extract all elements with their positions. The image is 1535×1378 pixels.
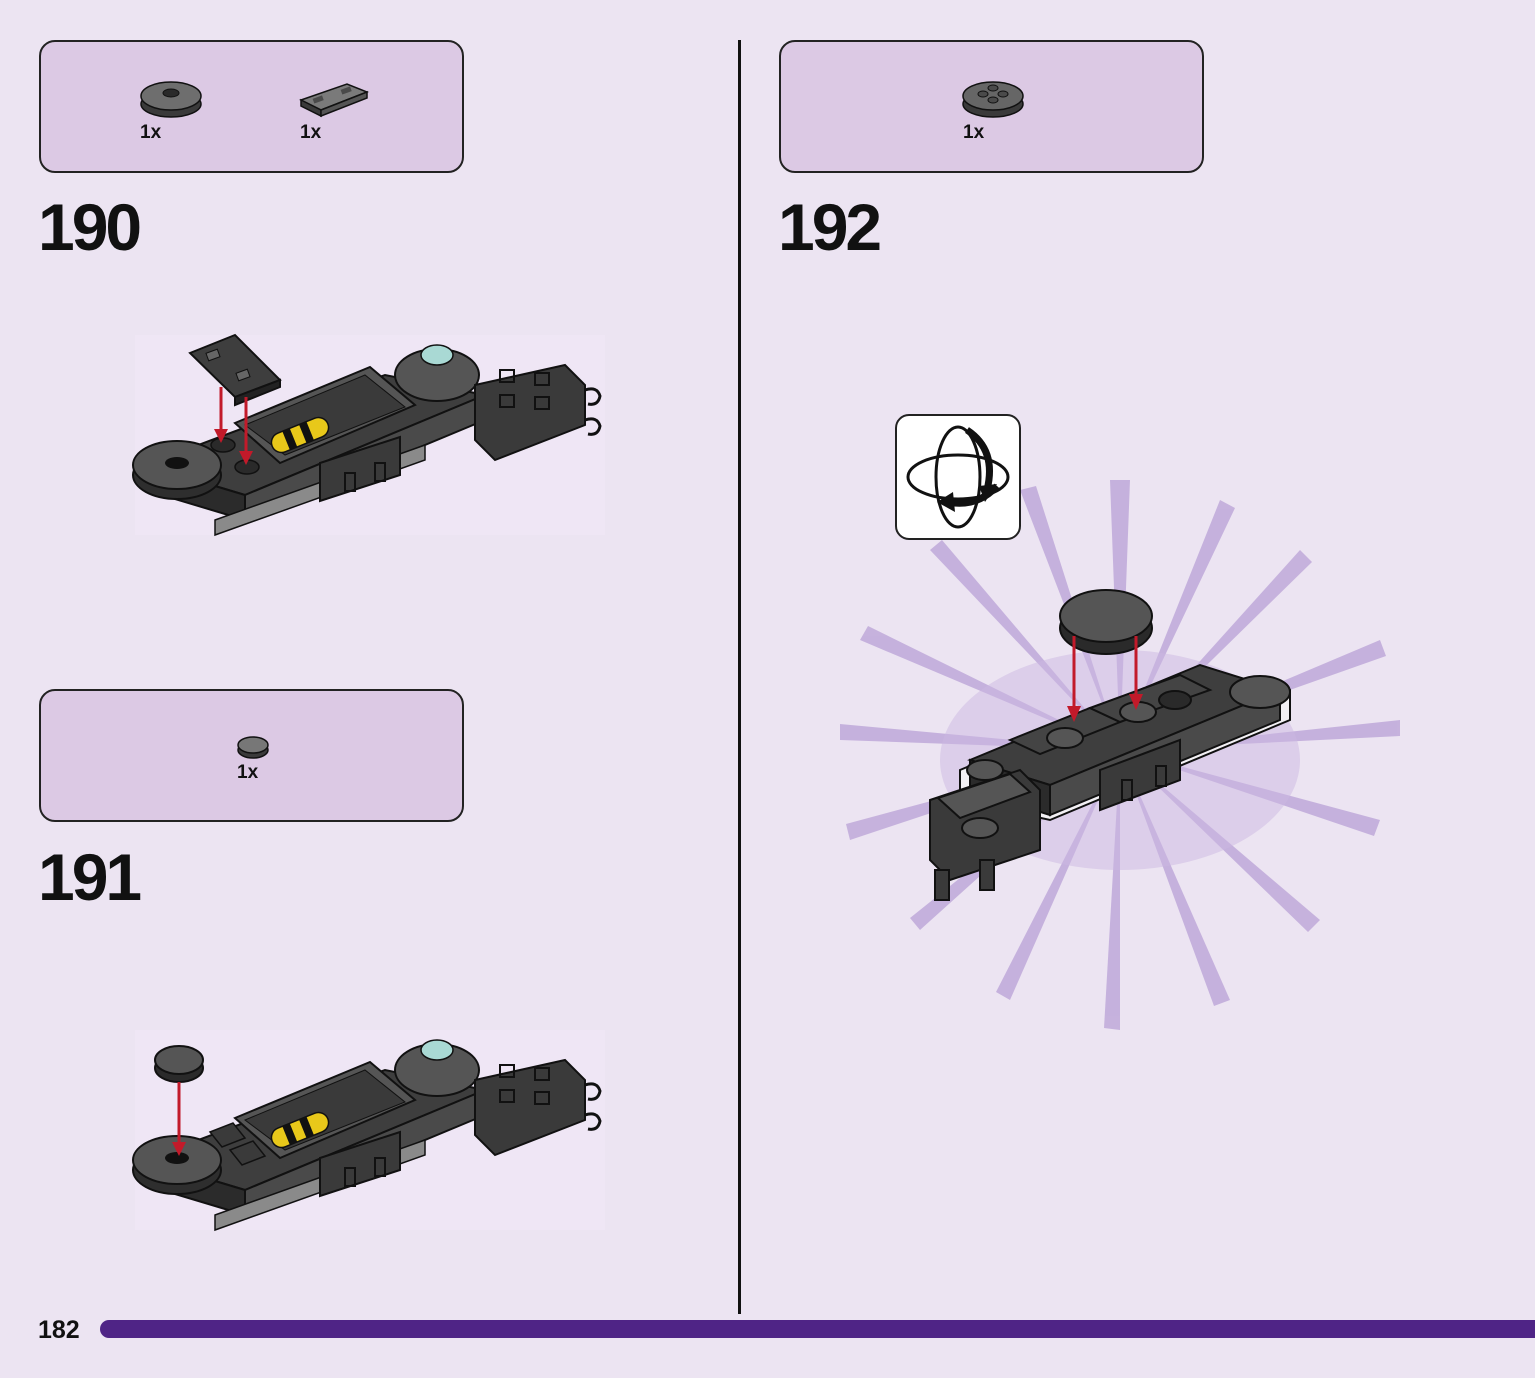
round-tile-1x1-dark-gray-icon <box>237 736 269 759</box>
parts-box-step-191: 1x <box>39 689 464 822</box>
part-quantity: 1x <box>300 122 322 143</box>
parts-box-step-192: 1x <box>779 40 1204 173</box>
rotate-model-icon <box>895 414 1021 540</box>
tile-1x2-dark-gray-icon <box>299 83 369 118</box>
round-tile-2x2-dark-gray-icon <box>140 81 202 118</box>
assembly-illustration-step-191 <box>132 1030 605 1232</box>
page-number: 182 <box>38 1316 80 1344</box>
assembly-illustration-step-190 <box>132 333 605 537</box>
step-number: 190 <box>38 190 142 264</box>
part-quantity: 1x <box>963 122 985 143</box>
assembly-model <box>929 663 1291 901</box>
round-plate-2x2-dark-gray-icon <box>962 81 1024 118</box>
part-quantity: 1x <box>237 762 259 783</box>
step-number: 192 <box>778 190 882 264</box>
step-number: 191 <box>38 840 142 914</box>
assembly-illustration-step-192 <box>840 480 1400 1030</box>
column-divider <box>738 40 741 1314</box>
progress-bar <box>100 1320 1535 1338</box>
parts-box-step-190: 1x 1x <box>39 40 464 173</box>
part-quantity: 1x <box>140 122 162 143</box>
